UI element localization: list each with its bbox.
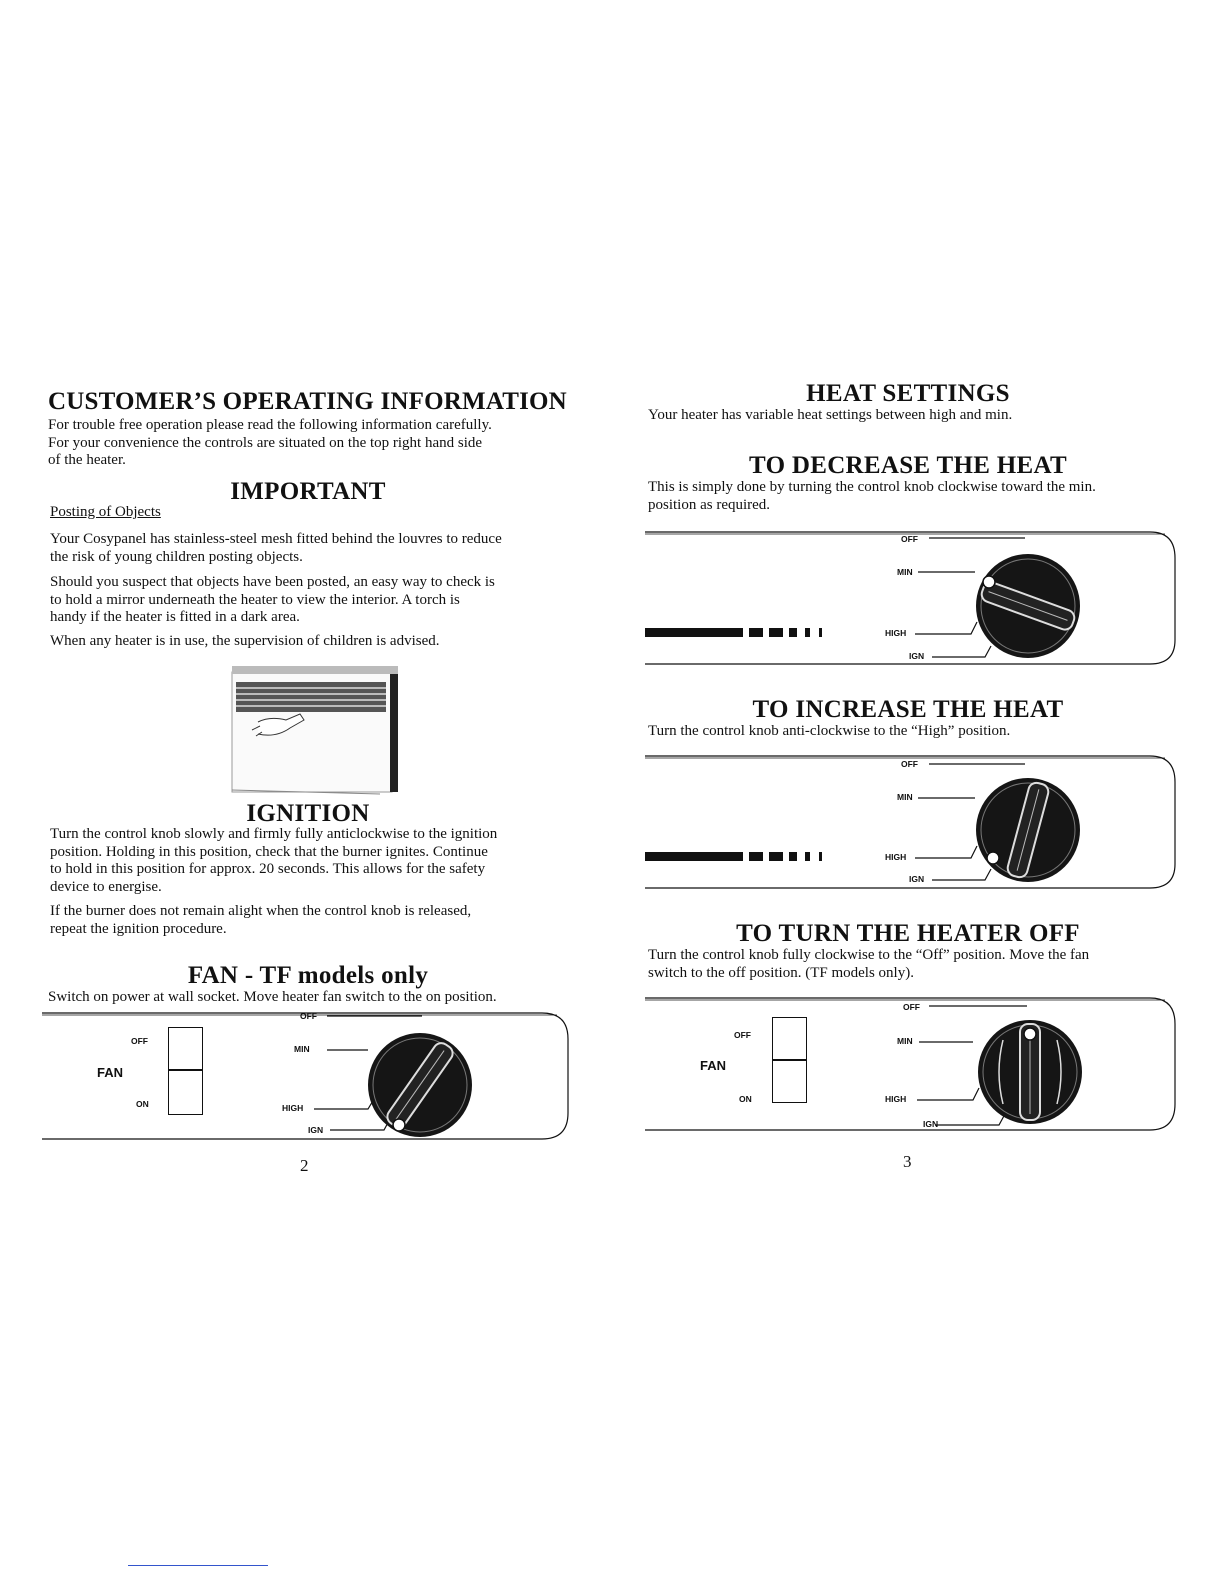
knob-min-label: MIN: [897, 567, 913, 577]
left-page: CUSTOMER’S OPERATING INFORMATION For tro…: [48, 388, 568, 470]
knob-off-label: OFF: [901, 759, 918, 769]
knob-min-label: MIN: [294, 1044, 310, 1054]
control-knob-icon: [978, 1020, 1082, 1124]
knob-min-label: MIN: [897, 1036, 913, 1046]
knob-high-label: HIGH: [885, 1094, 907, 1104]
heat-settings-heading: HEAT SETTINGS: [806, 380, 1010, 407]
fan-on-label: ON: [739, 1094, 752, 1104]
knob-min-label: MIN: [897, 792, 913, 802]
mirror-paragraph: Should you suspect that objects have bee…: [50, 574, 495, 625]
turn-off-text: Turn the control knob fully clockwise to…: [648, 947, 1090, 981]
panel-frame: [645, 755, 1176, 889]
posting-subheading: Posting of Objects: [50, 504, 161, 520]
knob-high-label: HIGH: [282, 1103, 304, 1113]
panel-frame: [42, 1012, 569, 1140]
control-knob-icon: [976, 554, 1080, 658]
fan-heading: FAN - TF models only: [187, 962, 429, 989]
panel-frame: [645, 531, 1176, 665]
ignition-paragraph: Turn the control knob slowly and firmly …: [50, 826, 498, 895]
fan-switch-off-box[interactable]: [168, 1027, 203, 1071]
control-knob-icon: [368, 1033, 472, 1137]
posting-paragraph: Your Cosypanel has stainless-steel mesh …: [50, 531, 502, 565]
knob-off-label: OFF: [901, 534, 918, 544]
fan-off-label: OFF: [734, 1030, 751, 1040]
knob-ign-label: IGN: [923, 1119, 939, 1129]
decrease-text: This is simply done by turning the contr…: [648, 479, 1096, 513]
decrease-heading: TO DECREASE THE HEAT: [749, 452, 1067, 479]
heat-settings-text: Your heater has variable heat settings b…: [648, 407, 1013, 423]
knob-high-label: HIGH: [885, 852, 907, 862]
increase-text: Turn the control knob anti-clockwise to …: [648, 723, 1011, 739]
control-knob-icon: [976, 778, 1080, 882]
off-control-panel: OFF FAN ON OFF MIN HIGH IGN: [645, 990, 1185, 1138]
ignition-heading: IGNITION: [246, 800, 370, 827]
ignition-repeat-paragraph: If the burner does not remain alight whe…: [50, 903, 472, 937]
fan-on-label: ON: [136, 1099, 149, 1109]
turn-off-heading: TO TURN THE HEATER OFF: [736, 920, 1080, 947]
intro-text: For trouble free operation please read t…: [48, 417, 492, 468]
increase-heading: TO INCREASE THE HEAT: [752, 696, 1064, 723]
heater-illustration: [231, 666, 398, 795]
page-number-left: 2: [300, 1156, 309, 1175]
decrease-knob-panel: OFF MIN HIGH IGN: [645, 522, 1185, 672]
heat-bar-meter: [645, 852, 822, 861]
knob-high-label: HIGH: [885, 628, 907, 638]
knob-off-label: OFF: [300, 1011, 317, 1021]
fan-label: FAN: [700, 1058, 726, 1073]
increase-knob-panel: OFF MIN HIGH IGN: [645, 746, 1185, 896]
panel-frame: [645, 997, 1176, 1131]
fan-off-label: OFF: [131, 1036, 148, 1046]
fan-switch-off-box[interactable]: [772, 1017, 807, 1061]
knob-ign-label: IGN: [308, 1125, 324, 1135]
knob-ign-label: IGN: [909, 874, 925, 884]
supervision-paragraph: When any heater is in use, the supervisi…: [50, 633, 440, 649]
important-heading: IMPORTANT: [230, 478, 386, 505]
fan-switch-on-box[interactable]: [168, 1069, 203, 1115]
knob-off-label: OFF: [903, 1002, 920, 1012]
knob-ign-label: IGN: [909, 651, 925, 661]
bottom-divider: [128, 1565, 268, 1566]
fan-control-panel: OFF FAN ON OFF MIN HIGH IGN: [42, 1005, 572, 1145]
fan-switch-on-box[interactable]: [772, 1059, 807, 1103]
heat-bar-meter: [645, 628, 822, 637]
fan-label: FAN: [97, 1065, 123, 1080]
page-title: CUSTOMER’S OPERATING INFORMATION: [48, 388, 567, 415]
fan-text: Switch on power at wall socket. Move hea…: [48, 989, 497, 1005]
page-number-right: 3: [903, 1152, 912, 1171]
